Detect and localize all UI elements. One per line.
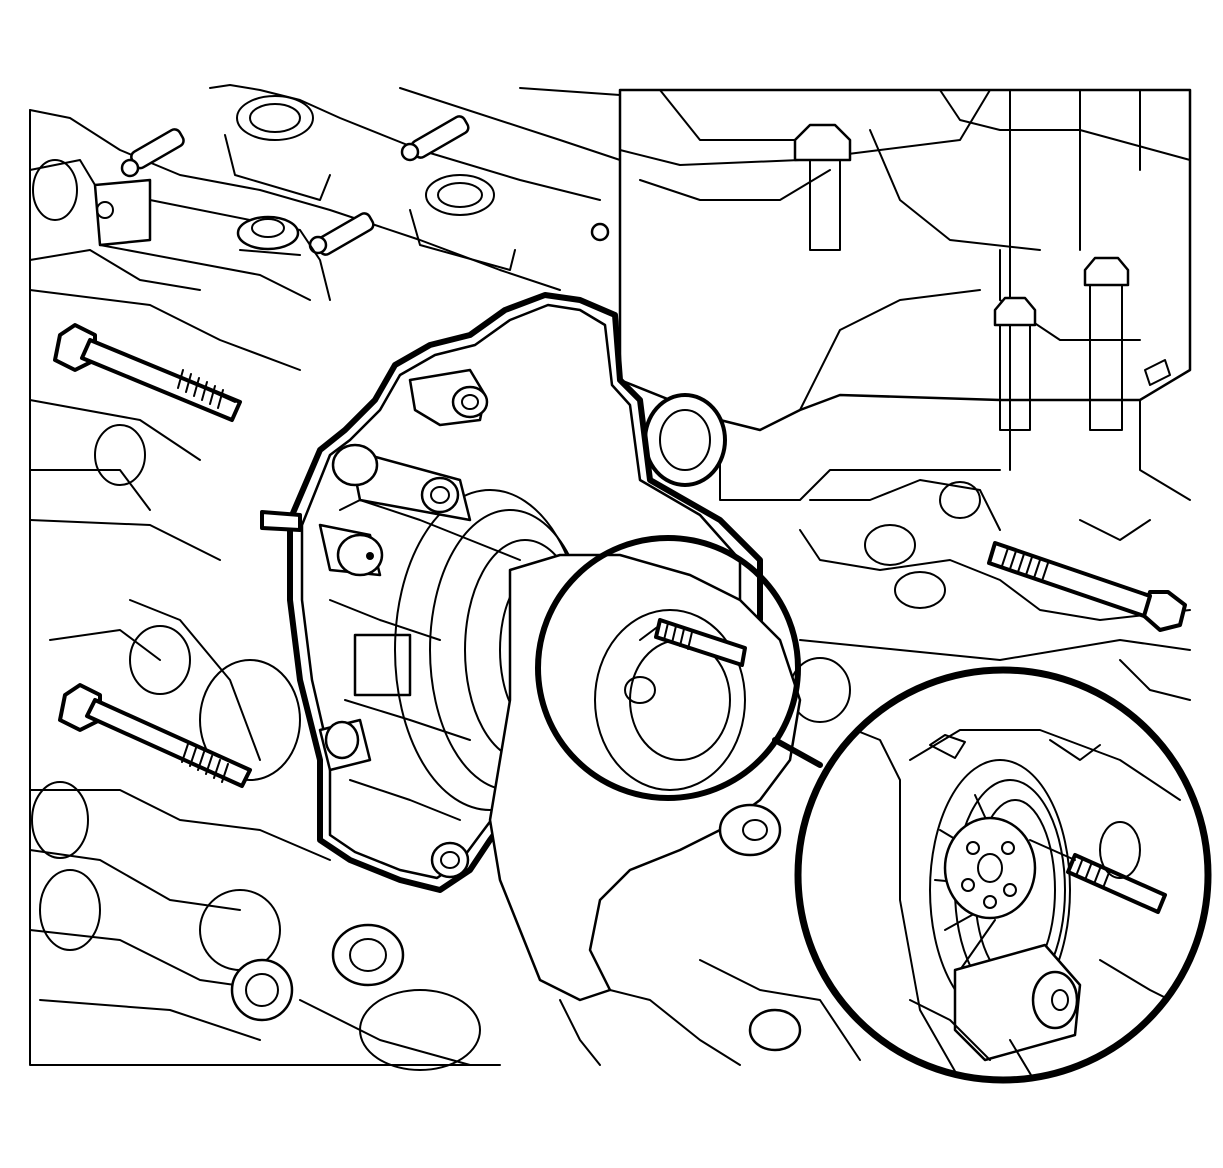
upper-engine-cover <box>618 88 1192 501</box>
cover-bolt-2 <box>993 296 1037 431</box>
front-bracket <box>488 553 802 1066</box>
alternator-mount-ear-bottom <box>318 718 470 879</box>
cover-bolt-1 <box>793 123 852 251</box>
engine-block-right <box>699 479 1191 1061</box>
alternator-mount-ear-mid <box>318 523 384 577</box>
cover-bolt-3 <box>1083 256 1130 431</box>
mounting-bolt-right <box>987 541 1187 632</box>
detail-magnified-view <box>794 666 1212 1084</box>
detail-stud <box>1029 839 1167 914</box>
hub <box>943 816 1037 920</box>
engine-block-background <box>29 84 621 1071</box>
alternator-stud <box>654 618 747 667</box>
detail-mount-boss <box>953 943 1082 1062</box>
stud-1 <box>120 128 185 178</box>
stud-4 <box>590 222 610 242</box>
mounting-bolt-lower-left <box>58 683 252 788</box>
stud-3 <box>308 212 375 256</box>
mounting-bolt-upper-left <box>53 323 242 422</box>
alternator-mount-ear-top <box>331 443 472 522</box>
stud-2 <box>400 115 470 162</box>
alternator-mount-ear-top-right <box>408 368 489 427</box>
callout-circle <box>535 535 823 801</box>
